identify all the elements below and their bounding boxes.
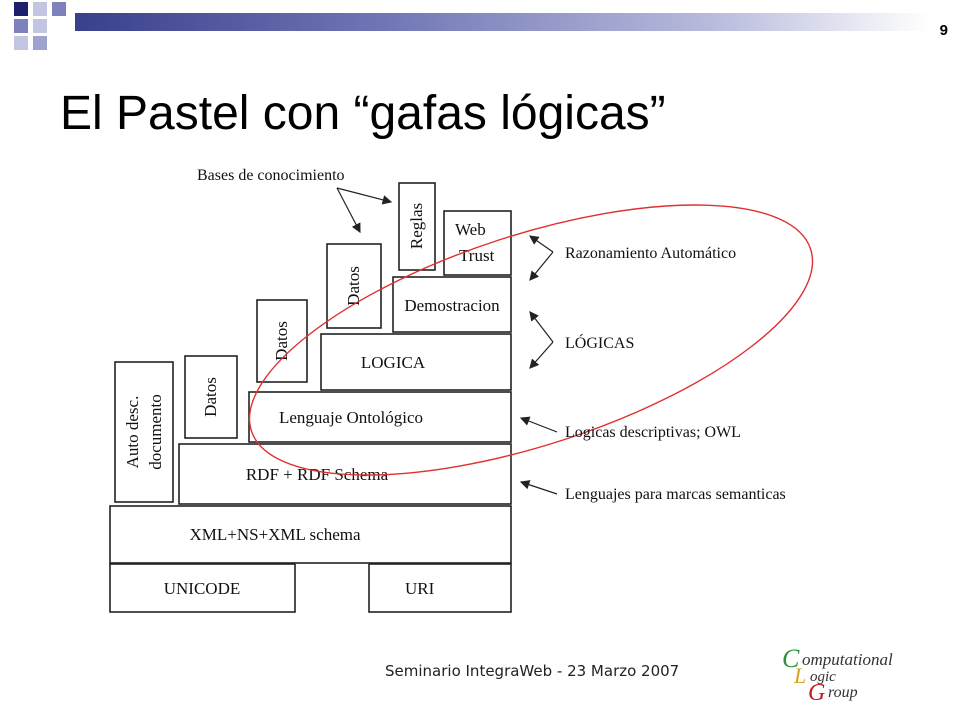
block-logic-label: LOGICA — [361, 353, 426, 372]
annotation-markup-languages: Lenguajes para marcas semanticas — [565, 486, 786, 503]
block-auto-desc-line2: documento — [146, 394, 165, 470]
arrow-markup-to-rdf — [519, 480, 558, 495]
block-datos-3 — [326, 243, 382, 329]
arrow-logics-to-proof — [529, 311, 554, 343]
block-auto-desc-line1: Auto desc. — [123, 396, 142, 469]
semantic-web-layer-diagram: UNICODE URI XML+NS+XML schema RDF + RDF … — [109, 167, 814, 613]
arrow-reasoning-to-trust — [529, 235, 554, 253]
decor-square-light-2 — [33, 19, 47, 33]
logo-initial-c: C — [782, 644, 800, 673]
logic-glasses-ellipse — [248, 204, 814, 476]
slide-title: El Pastel con “gafas lógicas” — [60, 87, 666, 140]
logo-initial-g: G — [808, 680, 825, 703]
block-reglas — [398, 182, 436, 271]
slide-footer: Seminario IntegraWeb - 23 Marzo 2007 — [385, 662, 680, 680]
block-ontology-label: Lenguaje Ontológico — [279, 408, 423, 427]
block-reglas-label: Reglas — [407, 203, 426, 249]
block-datos-3-label: Datos — [344, 266, 363, 306]
block-auto-desc — [114, 361, 174, 503]
logo-text-line1: omputational — [802, 650, 893, 669]
logo-initial-l: L — [793, 663, 806, 688]
decor-square-light-1 — [33, 2, 47, 16]
block-datos-1-label: Datos — [201, 377, 220, 417]
annotation-knowledge-bases: Bases de conocimiento — [197, 167, 345, 184]
arrow-kb-to-reglas — [336, 187, 393, 205]
block-uri-label: URI — [405, 579, 435, 598]
block-unicode — [109, 563, 296, 613]
block-datos-2 — [256, 299, 308, 383]
annotation-auto-reasoning: Razonamiento Automático — [565, 245, 736, 262]
block-proof — [392, 276, 512, 333]
arrow-dl-to-ontology — [519, 416, 558, 433]
annotation-descriptive-logics: Logicas descriptivas; OWL — [565, 424, 741, 441]
block-xml — [109, 505, 512, 564]
annotation-logics: LÓGICAS — [565, 333, 634, 352]
block-unicode-label: UNICODE — [164, 579, 241, 598]
computational-logic-group-logo: C omputational L ogic G roup — [782, 644, 893, 703]
block-rdf-label: RDF + RDF Schema — [246, 465, 389, 484]
decor-square-medium-2 — [14, 19, 28, 33]
block-datos-1 — [184, 355, 238, 439]
block-logic — [320, 333, 512, 391]
logo-text-line2: ogic — [810, 669, 836, 685]
block-ontology — [248, 391, 512, 443]
decor-square-light-3 — [14, 36, 28, 50]
decor-square-medium-1 — [52, 2, 66, 16]
logo-text-line3: roup — [828, 684, 858, 701]
block-web-label: Web — [455, 220, 486, 239]
block-datos-2-label: Datos — [272, 321, 291, 361]
decor-square-medium-3 — [33, 36, 47, 50]
decor-square-dark-1 — [14, 2, 28, 16]
arrow-kb-to-datos — [336, 187, 361, 234]
arrow-logics-to-logic — [529, 341, 554, 369]
arrow-reasoning-to-proof — [529, 251, 554, 281]
block-uri — [368, 563, 512, 613]
block-trust-label: Trust — [459, 246, 495, 265]
slide-number: 9 — [939, 22, 948, 39]
block-xml-label: XML+NS+XML schema — [189, 525, 361, 544]
header-gradient-bar — [75, 13, 930, 31]
block-web-trust — [443, 210, 512, 276]
block-proof-label: Demostracion — [404, 296, 500, 315]
